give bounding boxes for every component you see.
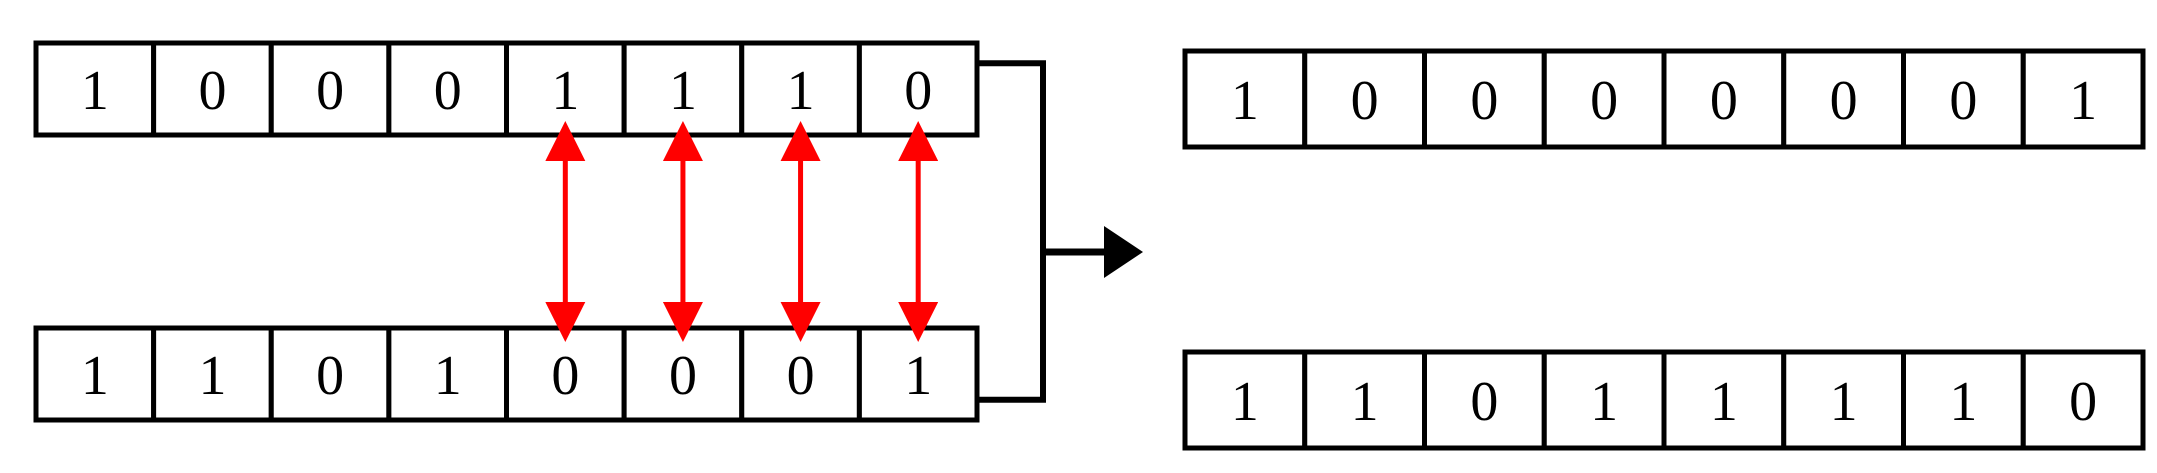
bit-value: 1 xyxy=(81,60,109,122)
bit-cell: 1 xyxy=(1901,349,2026,451)
bit-value: 1 xyxy=(1710,371,1738,433)
bit-value: 0 xyxy=(316,345,344,407)
bit-value: 1 xyxy=(1231,371,1259,433)
bit-value: 1 xyxy=(1351,371,1379,433)
bit-cell: 0 xyxy=(739,325,862,423)
bit-value: 0 xyxy=(787,345,815,407)
bit-cell: 1 xyxy=(739,40,862,138)
bit-cell: 0 xyxy=(1541,48,1667,150)
bit-cell: 0 xyxy=(1901,48,2026,150)
bit-cell: 0 xyxy=(1422,48,1547,150)
bit-cell: 1 xyxy=(1661,349,1787,451)
bit-cell: 1 xyxy=(1541,349,1667,451)
parents-connector xyxy=(977,60,1108,403)
bit-value: 1 xyxy=(787,60,815,122)
bit-cell: 0 xyxy=(1302,48,1427,150)
bit-cell: 0 xyxy=(1781,48,1906,150)
bit-value: 0 xyxy=(198,60,226,122)
bit-cell: 1 xyxy=(504,40,627,138)
bit-value: 0 xyxy=(1470,70,1498,132)
bit-cell: 0 xyxy=(268,325,392,423)
bit-value: 0 xyxy=(1590,70,1618,132)
bit-cell: 0 xyxy=(1422,349,1547,451)
bit-cell: 0 xyxy=(268,40,392,138)
bit-value: 1 xyxy=(434,345,462,407)
bit-cell: 0 xyxy=(1661,48,1787,150)
bit-cell: 0 xyxy=(386,40,509,138)
swap-arrows xyxy=(545,121,939,342)
bit-cell: 1 xyxy=(33,325,157,423)
bit-value: 0 xyxy=(551,345,579,407)
right-arrow-icon xyxy=(1104,226,1143,278)
bit-value: 1 xyxy=(81,345,109,407)
bit-value: 1 xyxy=(904,345,932,407)
bit-value: 0 xyxy=(1949,70,1977,132)
bit-value: 1 xyxy=(1231,70,1259,132)
bit-value: 1 xyxy=(1949,371,1977,433)
bit-value: 0 xyxy=(2069,371,2097,433)
bit-value: 0 xyxy=(316,60,344,122)
bit-cell: 0 xyxy=(856,40,980,138)
bit-cell: 1 xyxy=(1182,349,1308,451)
bit-value: 0 xyxy=(1710,70,1738,132)
bit-cell: 0 xyxy=(504,325,627,423)
bit-cell: 1 xyxy=(386,325,509,423)
bit-cell: 1 xyxy=(1302,349,1427,451)
bit-value: 0 xyxy=(1830,70,1858,132)
bit-cell: 1 xyxy=(151,325,274,423)
bit-value: 1 xyxy=(1830,371,1858,433)
bit-value: 1 xyxy=(551,60,579,122)
bit-cell: 1 xyxy=(2020,48,2146,150)
bit-value: 0 xyxy=(434,60,462,122)
bit-cell: 1 xyxy=(621,40,745,138)
bit-cell: 0 xyxy=(2020,349,2146,451)
bit-value: 0 xyxy=(1351,70,1379,132)
offspring-1-chromosome: 1 0 0 0 0 0 0 1 xyxy=(1182,48,2146,150)
bit-value: 1 xyxy=(1590,371,1618,433)
offspring-2-chromosome: 1 1 0 1 1 1 1 0 xyxy=(1182,349,2146,451)
bit-value: 1 xyxy=(2069,70,2097,132)
bit-value: 0 xyxy=(904,60,932,122)
bit-value: 1 xyxy=(669,60,697,122)
bit-cell: 0 xyxy=(151,40,274,138)
bit-cell: 1 xyxy=(1182,48,1308,150)
bit-value: 1 xyxy=(198,345,226,407)
parent-2-chromosome: 1 1 0 1 0 0 0 1 xyxy=(33,325,980,423)
parent-1-chromosome: 1 0 0 0 1 1 1 0 xyxy=(33,40,980,138)
bit-cell: 0 xyxy=(621,325,745,423)
bit-cell: 1 xyxy=(33,40,157,138)
bit-cell: 1 xyxy=(856,325,980,423)
bit-value: 0 xyxy=(669,345,697,407)
bit-cell: 1 xyxy=(1781,349,1906,451)
bit-value: 0 xyxy=(1470,371,1498,433)
